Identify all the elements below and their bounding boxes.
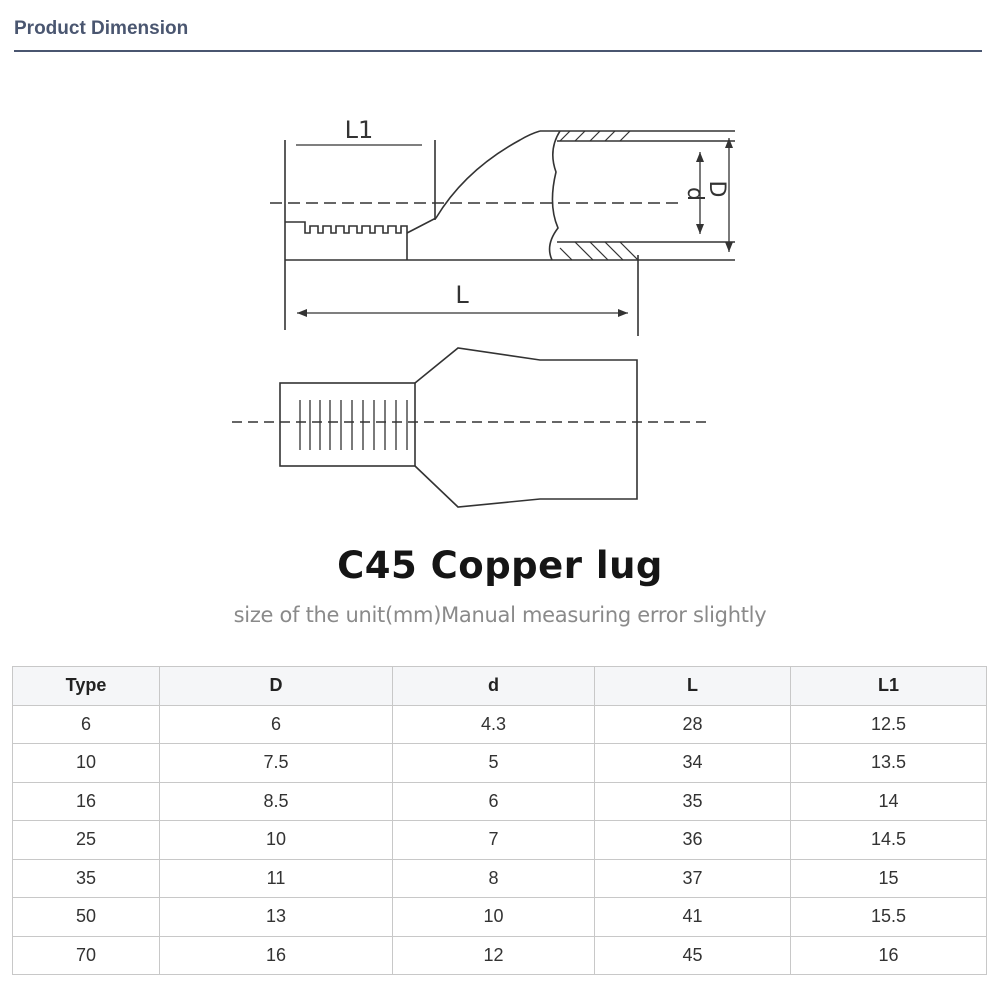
table-cell: 5: [392, 743, 595, 783]
table-cell: 8: [392, 858, 595, 898]
table-row: 25 10 7 36 14.5: [12, 820, 987, 860]
table-cell: 11: [159, 858, 393, 898]
table-cell: 6: [12, 704, 160, 744]
table-cell: 6: [159, 704, 393, 744]
label-D: D: [704, 181, 729, 198]
table-cell: 70: [12, 935, 160, 975]
table-cell: 10: [392, 897, 595, 937]
table-cell: 7.5: [159, 743, 393, 783]
table-row: 70 16 12 45 16: [12, 935, 987, 975]
table-header-row: Type D d L L1: [12, 666, 987, 706]
dimension-table: Type D d L L1 6 6 4.3 28 12.5 10 7.5 5 3…: [12, 666, 987, 975]
section-title: Product Dimension: [14, 18, 189, 39]
column-header: L1: [790, 666, 987, 706]
label-L1: L1: [345, 116, 374, 144]
table-cell: 41: [594, 897, 791, 937]
column-header: D: [159, 666, 393, 706]
column-header: Type: [12, 666, 160, 706]
table-cell: 12: [392, 935, 595, 975]
table-cell: 8.5: [159, 781, 393, 821]
table-cell: 15.5: [790, 897, 987, 937]
table-cell: 45: [594, 935, 791, 975]
table-cell: 14: [790, 781, 987, 821]
table-cell: 16: [159, 935, 393, 975]
table-row: 35 11 8 37 15: [12, 858, 987, 898]
product-caption-title: C45 Copper lug: [337, 544, 663, 587]
table-cell: 7: [392, 820, 595, 860]
table-row: 50 13 10 41 15.5: [12, 897, 987, 937]
table-cell: 25: [12, 820, 160, 860]
table-cell: 10: [12, 743, 160, 783]
label-d: d: [682, 187, 707, 201]
table-cell: 28: [594, 704, 791, 744]
table-cell: 4.3: [392, 704, 595, 744]
table-cell: 14.5: [790, 820, 987, 860]
table-row: 16 8.5 6 35 14: [12, 781, 987, 821]
table-row: 6 6 4.3 28 12.5: [12, 704, 987, 744]
product-caption-subtitle: size of the unit(mm)Manual measuring err…: [233, 603, 767, 627]
top-outline-view: [232, 347, 712, 508]
side-section-view: [270, 130, 735, 336]
column-header: d: [392, 666, 595, 706]
table-cell: 35: [594, 781, 791, 821]
table-cell: 13: [159, 897, 393, 937]
table-cell: 6: [392, 781, 595, 821]
table-cell: 50: [12, 897, 160, 937]
section-header: Product Dimension: [14, 14, 982, 52]
table-row: 10 7.5 5 34 13.5: [12, 743, 987, 783]
table-cell: 36: [594, 820, 791, 860]
table-cell: 10: [159, 820, 393, 860]
table-cell: 35: [12, 858, 160, 898]
table-cell: 34: [594, 743, 791, 783]
column-header: L: [594, 666, 791, 706]
table-cell: 16: [12, 781, 160, 821]
lug-diagram: L1 L d D: [232, 116, 735, 508]
table-cell: 12.5: [790, 704, 987, 744]
table-cell: 16: [790, 935, 987, 975]
label-L: L: [455, 281, 469, 309]
table-cell: 15: [790, 858, 987, 898]
table-cell: 37: [594, 858, 791, 898]
table-cell: 13.5: [790, 743, 987, 783]
